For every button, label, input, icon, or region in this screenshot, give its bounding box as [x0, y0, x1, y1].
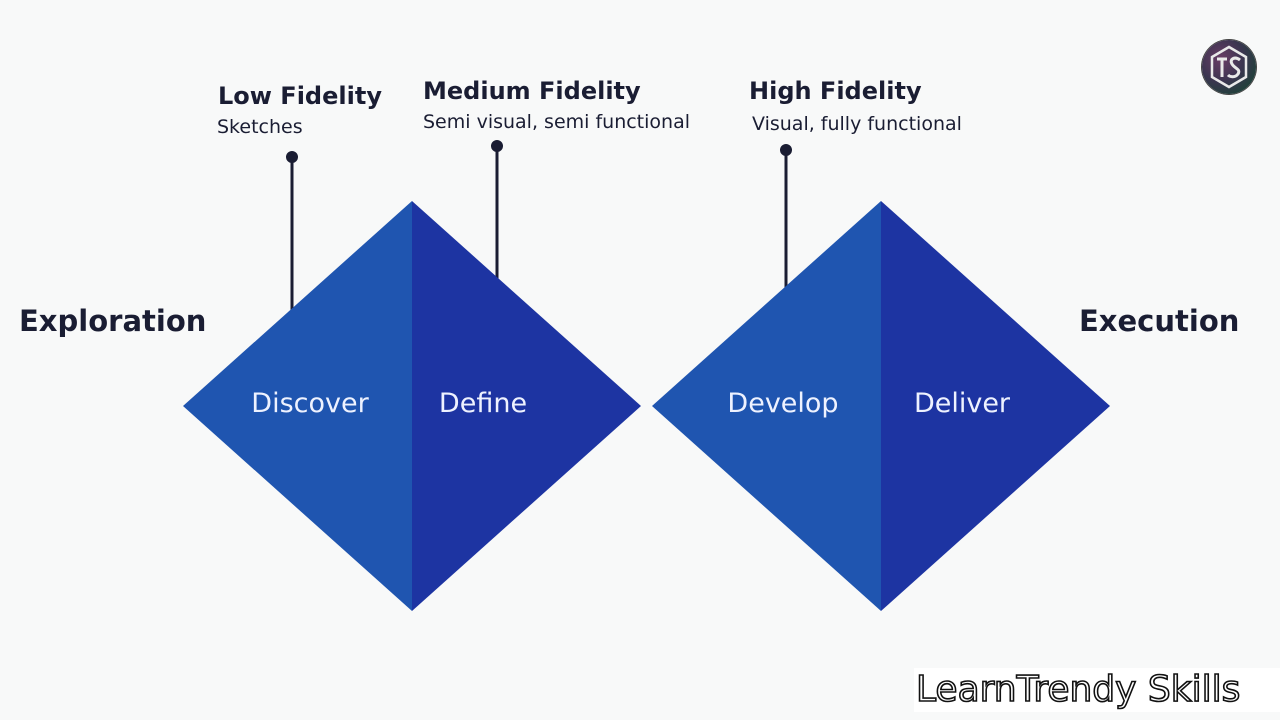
execution-label: Execution [1079, 304, 1240, 338]
low-fidelity-subtitle: Sketches [217, 116, 303, 138]
medium-fidelity-subtitle: Semi visual, semi functional [423, 111, 690, 133]
ts-logo-glyph [1210, 45, 1248, 89]
high-fidelity-title: High Fidelity [749, 77, 922, 105]
low-fidelity-dot [286, 151, 298, 163]
phase-deliver: Deliver [913, 388, 1011, 419]
define-half [412, 201, 641, 611]
phase-discover: Discover [251, 388, 369, 419]
low-fidelity-title: Low Fidelity [218, 82, 382, 110]
first-diamond [183, 201, 641, 611]
medium-fidelity-dot [491, 140, 503, 152]
second-diamond [652, 201, 1110, 611]
deliver-half [881, 201, 1110, 611]
high-fidelity-dot [780, 144, 792, 156]
high-fidelity-subtitle: Visual, fully functional [752, 113, 962, 135]
watermark: LearnTrendy Skills [914, 668, 1280, 712]
develop-half [652, 201, 881, 611]
discover-half [183, 201, 412, 611]
medium-fidelity-title: Medium Fidelity [423, 77, 641, 105]
exploration-label: Exploration [19, 304, 207, 338]
phase-develop: Develop [727, 388, 839, 419]
phase-define: Define [438, 388, 528, 419]
ts-logo-icon [1202, 40, 1256, 94]
fidelity-connectors [286, 140, 792, 310]
